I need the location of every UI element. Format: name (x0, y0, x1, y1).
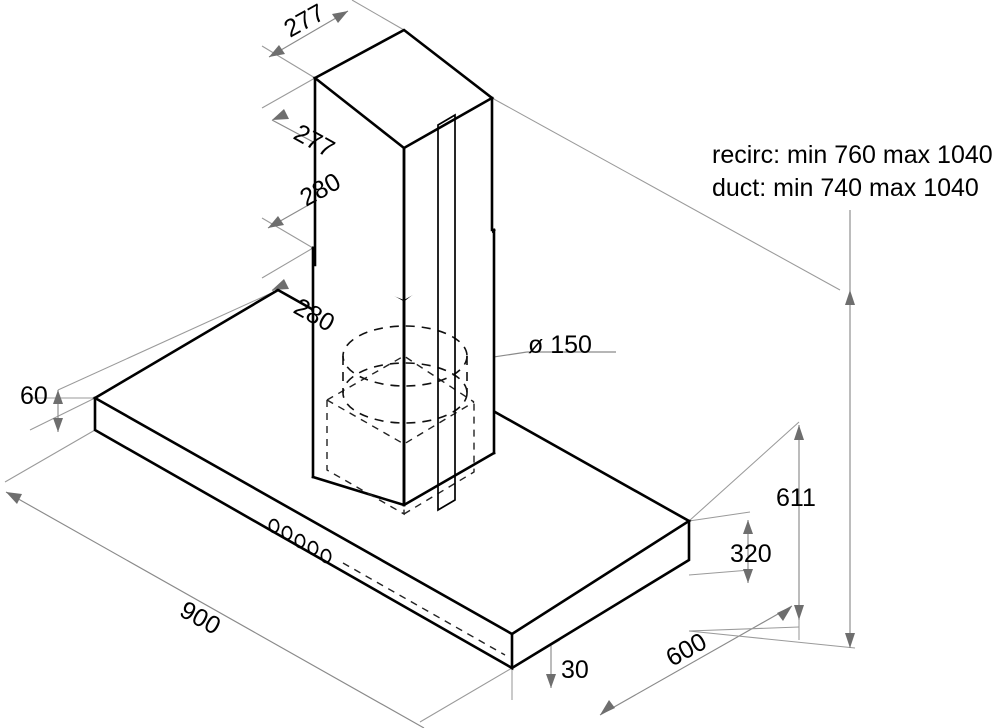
dim-60 (29, 289, 279, 432)
dim-label-611: 611 (776, 484, 816, 512)
control-button-5[interactable] (320, 548, 332, 564)
control-button-2[interactable] (281, 525, 293, 541)
height-notes: recirc: min 760 max 1040 duct: min 740 m… (712, 141, 993, 202)
dim-label-320: 320 (730, 540, 772, 568)
filter-seam (342, 562, 506, 656)
dim-611 (688, 421, 804, 632)
lower-chimney (311, 175, 496, 507)
control-panel[interactable] (268, 518, 506, 656)
control-button-3[interactable] (294, 533, 306, 549)
motor-housing-hidden (326, 325, 475, 516)
note-duct: duct: min 740 max 1040 (712, 174, 979, 202)
dim-900 (4, 429, 513, 728)
dim-320 (688, 511, 753, 583)
dim-277-top (261, 0, 405, 79)
dimension-labels: 277 277 280 280 ø 150 60 900 30 600 611 … (20, 0, 816, 684)
dim-overall-height (491, 97, 856, 649)
dim-600 (511, 605, 800, 716)
control-button-4[interactable] (307, 540, 319, 556)
dim-label-150: ø 150 (528, 331, 592, 359)
chimney-vent-slot (437, 113, 456, 512)
note-recirc: recirc: min 760 max 1040 (712, 141, 993, 169)
control-button-1[interactable] (268, 518, 280, 534)
dim-label-60: 60 (20, 382, 48, 410)
dim-label-30: 30 (561, 656, 589, 684)
